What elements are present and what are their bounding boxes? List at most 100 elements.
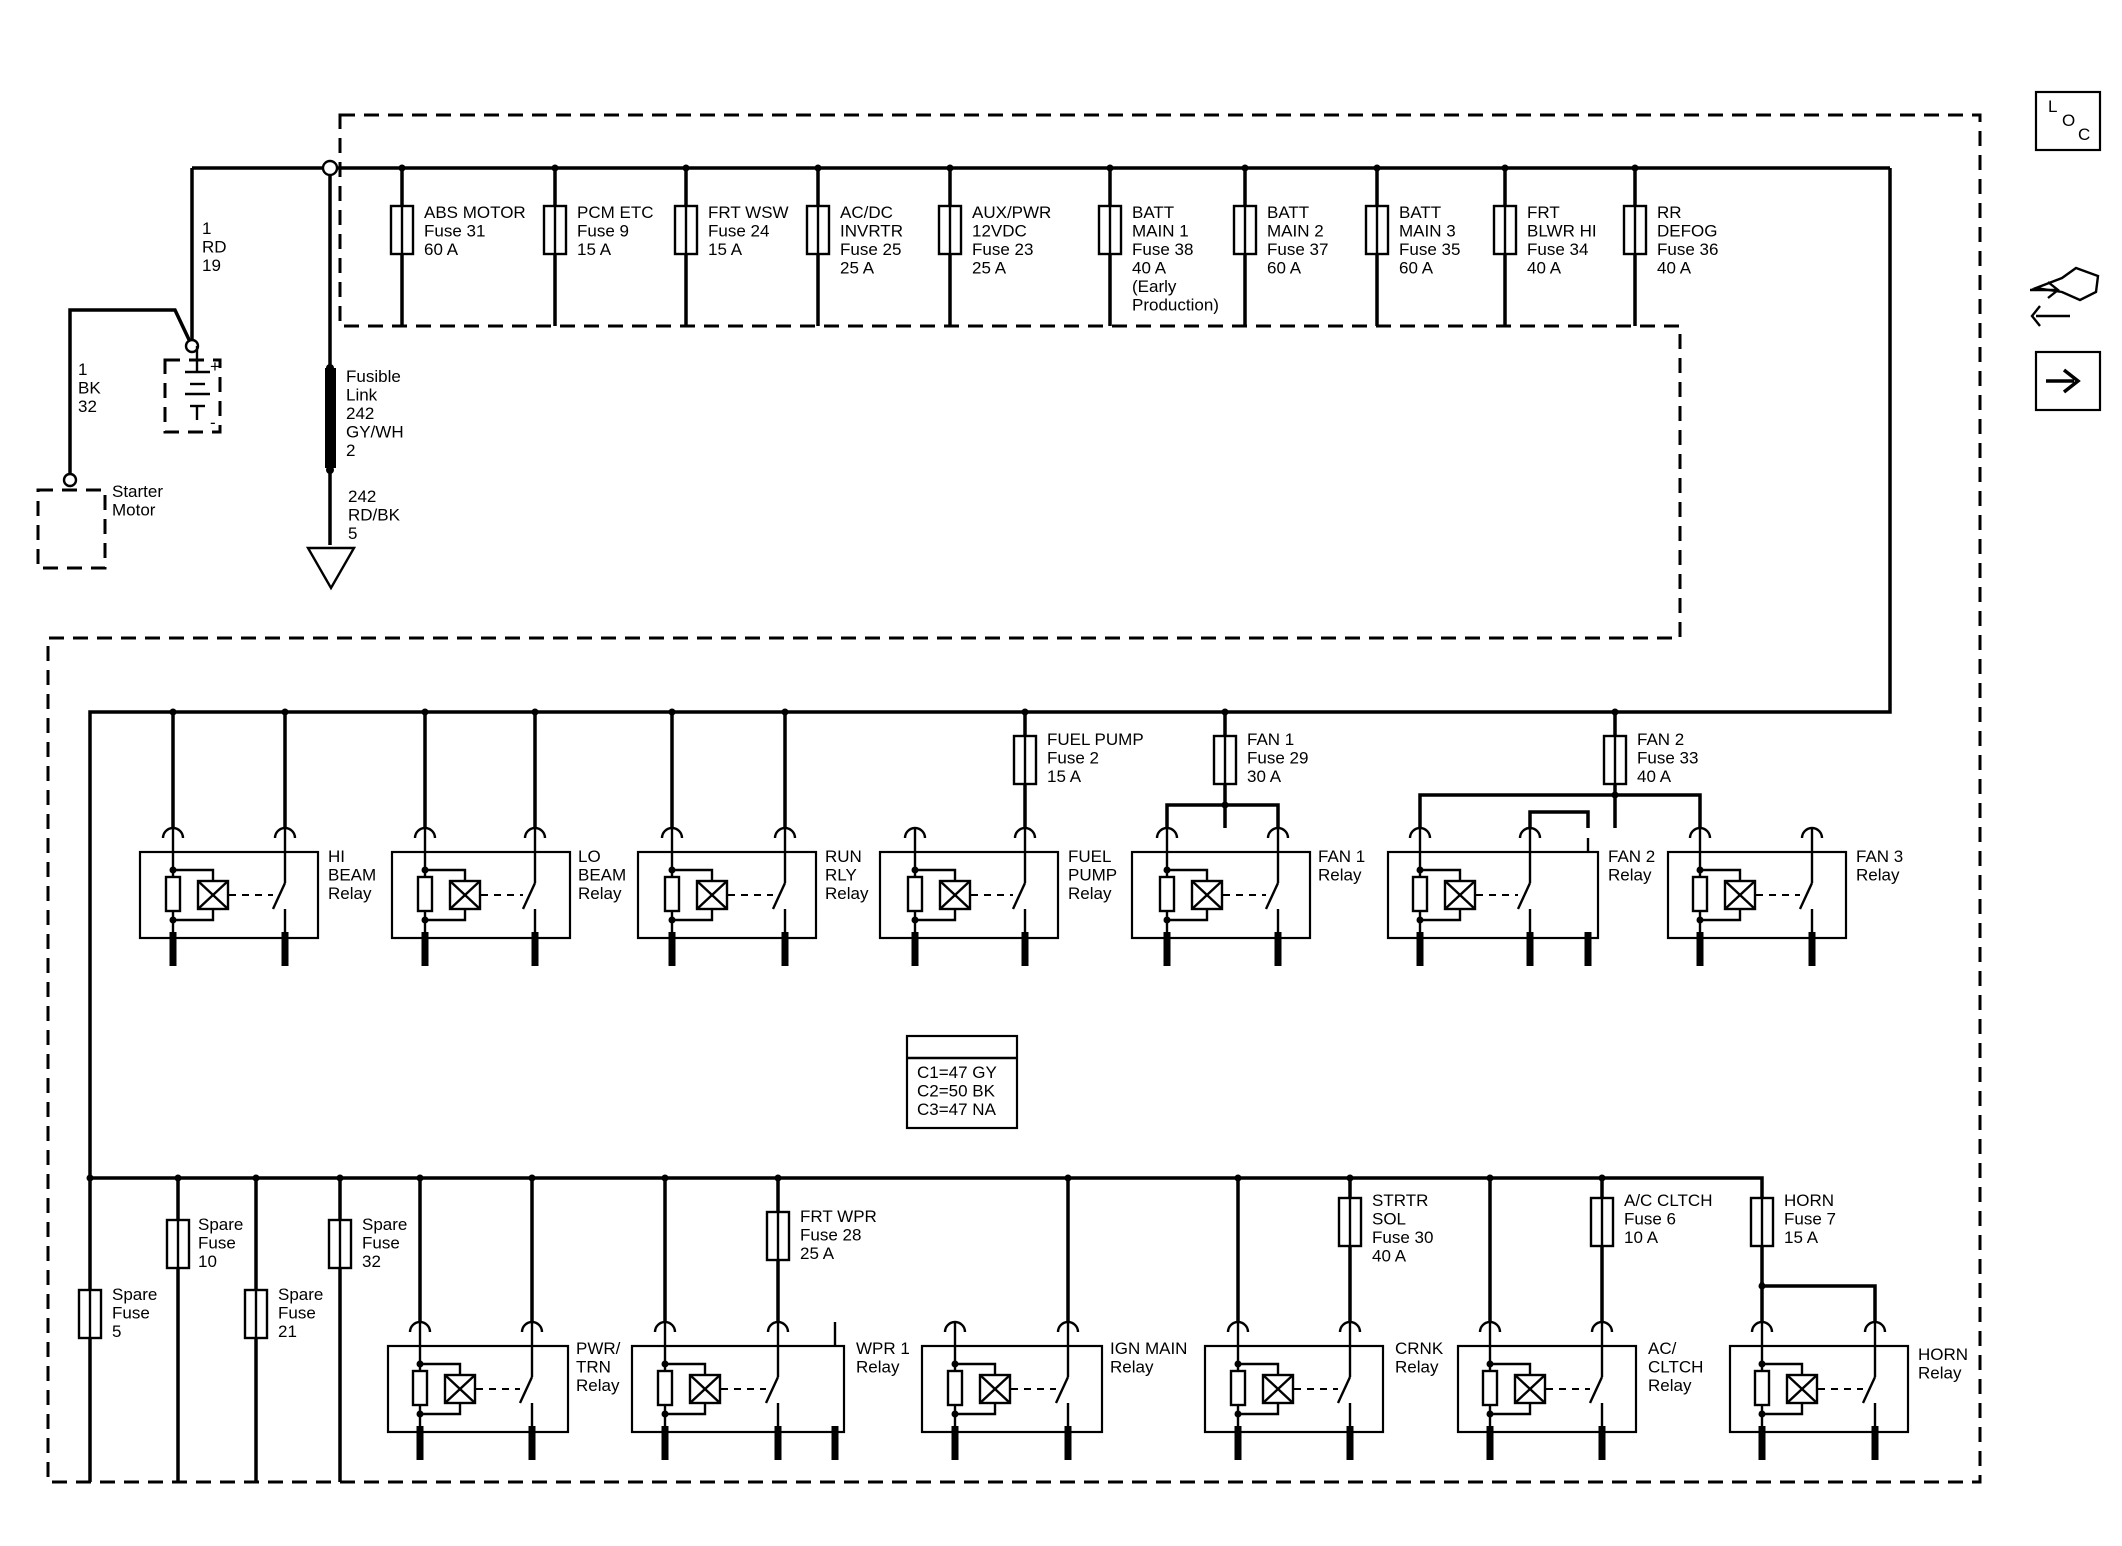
fuse-symbol	[1212, 734, 1238, 786]
relay-pin	[1486, 1426, 1494, 1460]
relay-label-line: LO	[578, 847, 601, 866]
wire-rd-19-label-line: 1	[202, 219, 211, 238]
conn-id-value-line: C1=47 GY	[917, 1063, 997, 1082]
fuse-symbol	[1492, 204, 1518, 256]
arrow-right-icon[interactable]	[2032, 350, 2102, 412]
fuse-label-line: Fuse 33	[1637, 749, 1698, 768]
relay-diode-resistor	[164, 875, 182, 913]
relay-diode-resistor	[663, 875, 681, 913]
fuse-label-line: DEFOG	[1657, 222, 1717, 241]
relay-pin	[1163, 932, 1171, 966]
relay-label-line: Relay	[1318, 866, 1362, 885]
fuse-label-line: BATT	[1399, 203, 1441, 222]
fuse-symbol	[1622, 204, 1648, 256]
arrow-right-icon	[2034, 350, 2102, 412]
wiring	[46, 113, 1982, 1484]
relay-label-line: PUMP	[1068, 866, 1117, 885]
fusible-link-label-line: GY/WH	[346, 423, 404, 442]
relay-label-line: Relay	[578, 884, 622, 903]
battery-minus: -	[210, 413, 216, 432]
fuse-label-line: Fuse 28	[800, 1226, 861, 1245]
fuse-label-line: 10 A	[1624, 1228, 1659, 1247]
relay-pin	[1234, 1426, 1242, 1460]
fuse-label-line: SOL	[1372, 1210, 1406, 1229]
fuse-symbol	[1337, 1196, 1363, 1248]
starter-case	[36, 488, 107, 570]
spare-fuse-label-line: Fuse	[278, 1304, 316, 1323]
fuse-symbol	[1097, 204, 1123, 256]
relay-pin	[661, 1426, 669, 1460]
spare-fuse-label-line: Spare	[112, 1285, 157, 1304]
fuse-label-line: 15 A	[708, 240, 743, 259]
fuse-label-line: 60 A	[1267, 259, 1302, 278]
fuse-label-line: Fuse 35	[1399, 240, 1460, 259]
fuse-symbol	[542, 204, 568, 256]
loc-icon[interactable]	[2032, 90, 2100, 152]
relay-label-line: BEAM	[578, 866, 626, 885]
fuse-label-line: PCM ETC	[577, 203, 654, 222]
fuse-label-line: MAIN 3	[1399, 222, 1456, 241]
fuse-label-line: 60 A	[1399, 259, 1434, 278]
fuse-label-line: Fuse 36	[1657, 240, 1718, 259]
fuse-label-line: 25 A	[840, 259, 875, 278]
fusible-link-label-line: 2	[346, 441, 355, 460]
fuse-label-line: (Early	[1132, 277, 1177, 296]
fuse-label-line: 40 A	[1657, 259, 1692, 278]
relay-diode-resistor	[416, 875, 434, 913]
relay-pin	[1416, 932, 1424, 966]
spare-fuse-label-line: Fuse	[362, 1234, 400, 1253]
relay-pin	[1758, 1426, 1766, 1460]
relay-pin	[531, 932, 539, 966]
starter-label-line: Starter	[112, 482, 163, 501]
relay-label-line: CRNK	[1395, 1339, 1444, 1358]
battery-area: +-1RD191BK32StarterMotorFusibleLink242GY…	[36, 159, 404, 591]
spare-fuse-label-line: 5	[112, 1322, 121, 1341]
fuse-label-line: AC/DC	[840, 203, 893, 222]
fuse-symbol	[77, 1288, 103, 1340]
relay-label-line: Relay	[1918, 1364, 1962, 1383]
diagnostic-connector-icon	[2030, 266, 2100, 327]
wire-rdbk-label-line: 5	[348, 524, 357, 543]
fuse-label-line: Fuse 9	[577, 222, 629, 241]
relay-label-line: Relay	[1648, 1376, 1692, 1395]
bottom-relay-row: SpareFuse5SpareFuse10SpareFuse21SpareFus…	[77, 1174, 1877, 1482]
relay-pin	[951, 1426, 959, 1460]
connector-a-triangle	[305, 546, 357, 591]
fuse-label-line: FRT WPR	[800, 1207, 877, 1226]
diagnostic-connector-icon[interactable]	[2030, 268, 2106, 334]
relay-label-line: TRN	[576, 1358, 611, 1377]
fuse-label-line: ABS MOTOR	[424, 203, 526, 222]
wire-rdbk-label-line: 242	[348, 487, 376, 506]
fuse-label-line: STRTR	[1372, 1191, 1428, 1210]
relay-label-line: Relay	[1856, 866, 1900, 885]
relay-diode-resistor	[946, 1369, 964, 1407]
fuse-symbol	[165, 1218, 191, 1270]
fusible-link	[325, 368, 336, 468]
fuse-label-line: FAN 2	[1637, 730, 1684, 749]
fuse-label-line: FUEL PUMP	[1047, 730, 1144, 749]
